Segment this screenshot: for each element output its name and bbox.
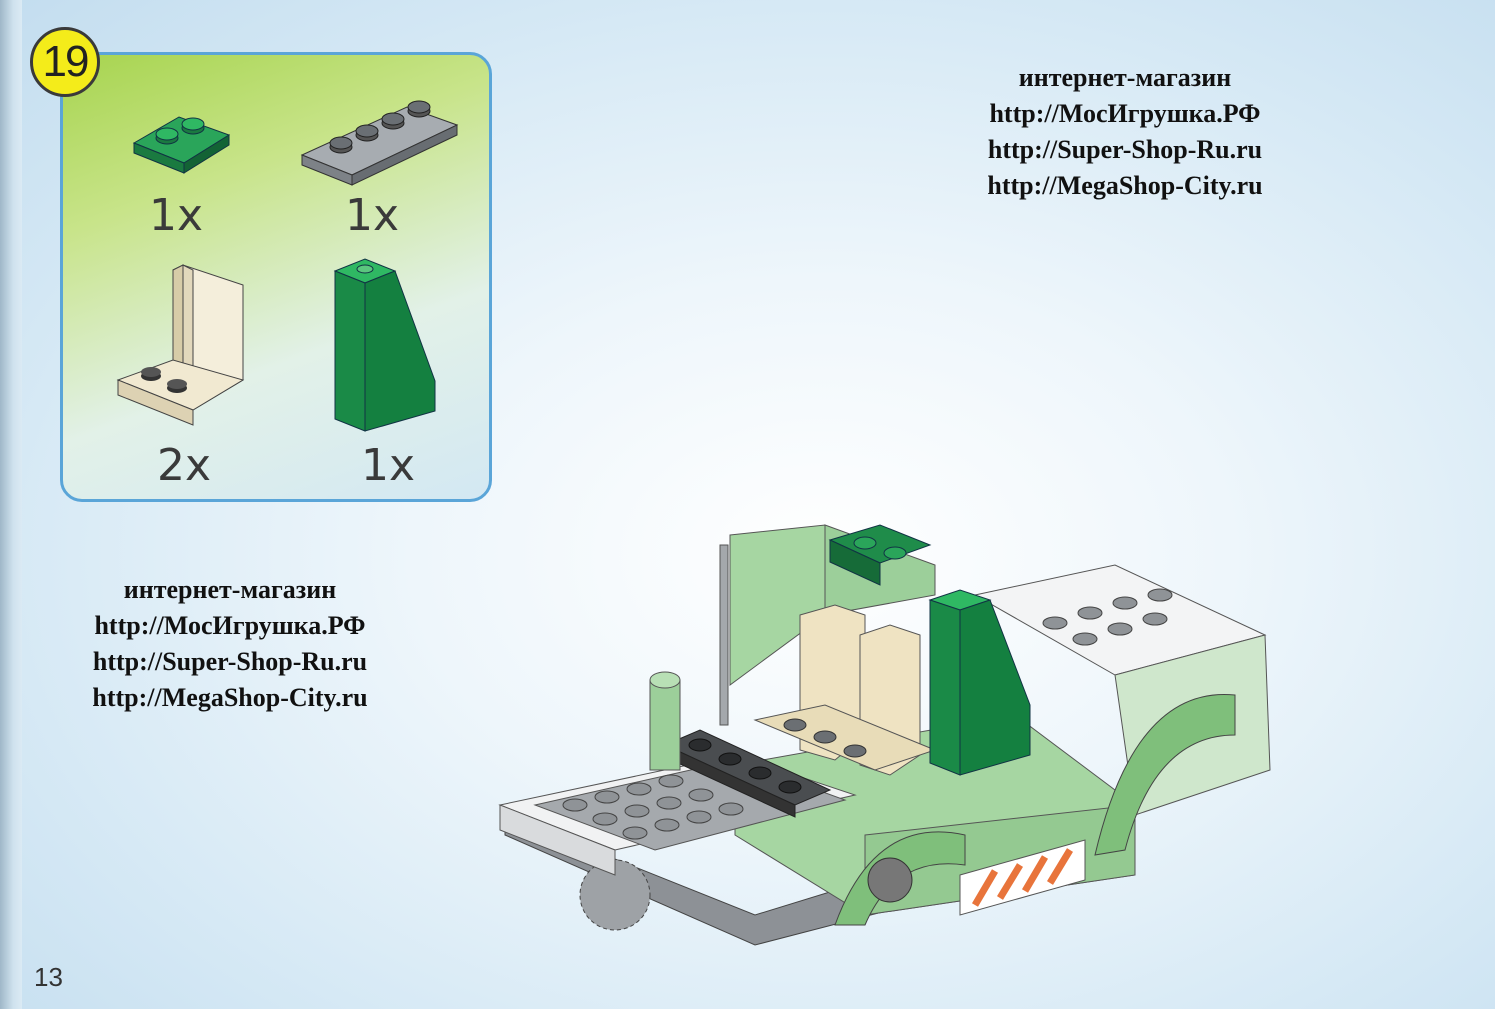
step-number-badge: 19 <box>30 27 100 97</box>
part-qty-4: 1x <box>361 440 416 491</box>
watermark-line: http://МосИгрушка.РФ <box>94 611 366 640</box>
watermark-line: интернет-магазин <box>123 575 337 604</box>
page-number: 13 <box>34 962 63 992</box>
slope-brick-icon <box>333 258 436 432</box>
truck-model-illustration <box>498 524 1271 946</box>
seat-icon <box>116 264 245 426</box>
watermark-line: http://Super-Shop-Ru.ru <box>987 135 1263 164</box>
part-qty-1: 1x <box>149 190 204 241</box>
part-qty-2: 1x <box>345 190 400 241</box>
green-plate-icon <box>132 116 231 174</box>
shop-watermark-top: интернет-магазин http://МосИгрушка.РФ ht… <box>925 60 1325 204</box>
watermark-line: http://МосИгрушка.РФ <box>989 99 1261 128</box>
watermark-line: http://MegaShop-City.ru <box>92 683 368 712</box>
part-qty-3: 2x <box>157 440 212 491</box>
watermark-line: http://Super-Shop-Ru.ru <box>92 647 368 676</box>
step-number: 19 <box>42 37 90 86</box>
watermark-line: интернет-магазин <box>1018 63 1232 92</box>
parts-list-panel: 1x 1x 2x 1x <box>60 52 492 502</box>
page-binding-edge <box>0 0 22 1009</box>
shop-watermark-left: интернет-магазин http://МосИгрушка.РФ ht… <box>40 572 420 716</box>
watermark-line: http://MegaShop-City.ru <box>987 171 1263 200</box>
gray-plate-icon <box>300 100 459 186</box>
